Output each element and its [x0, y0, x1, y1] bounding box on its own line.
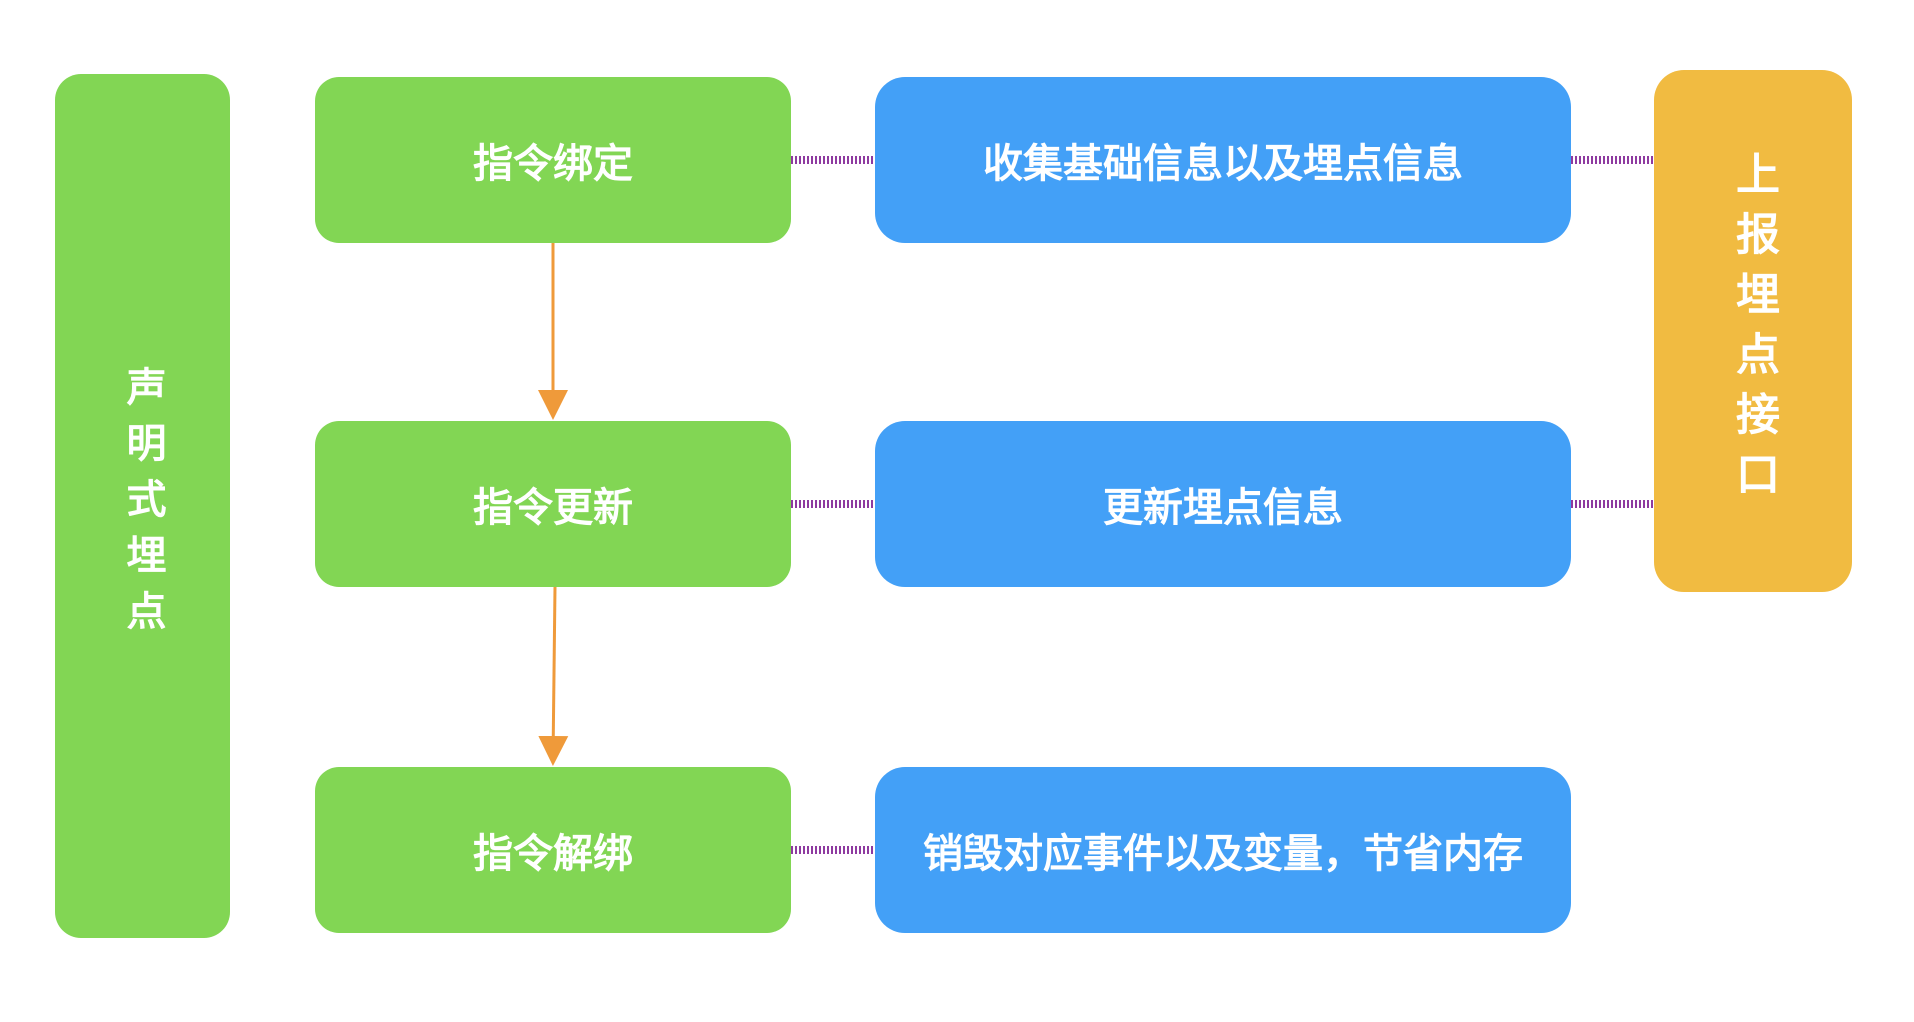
destroy-events-label: 销毁对应事件以及变量，节省内存: [923, 831, 1523, 877]
command-bind-label: 指令绑定: [473, 141, 633, 187]
update-info-box: 更新埋点信息: [875, 421, 1571, 587]
command-update-box: 指令更新: [315, 421, 791, 587]
declarative-tracking-bar: 声明式埋点: [55, 74, 230, 938]
command-update-label: 指令更新: [473, 485, 633, 531]
collect-info-box: 收集基础信息以及埋点信息: [875, 77, 1571, 243]
report-api-bar: 上报埋点接口: [1654, 70, 1852, 592]
update-info-label: 更新埋点信息: [1103, 485, 1343, 531]
collect-info-label: 收集基础信息以及埋点信息: [983, 141, 1463, 187]
destroy-events-box: 销毁对应事件以及变量，节省内存: [875, 767, 1571, 933]
report-api-label: 上报埋点接口: [1728, 151, 1779, 511]
arrow-update-to-unbind: [538, 586, 569, 766]
declarative-tracking-label: 声明式埋点: [119, 366, 166, 646]
command-unbind-label: 指令解绑: [473, 831, 633, 877]
command-unbind-box: 指令解绑: [315, 767, 791, 933]
command-bind-box: 指令绑定: [315, 77, 791, 243]
